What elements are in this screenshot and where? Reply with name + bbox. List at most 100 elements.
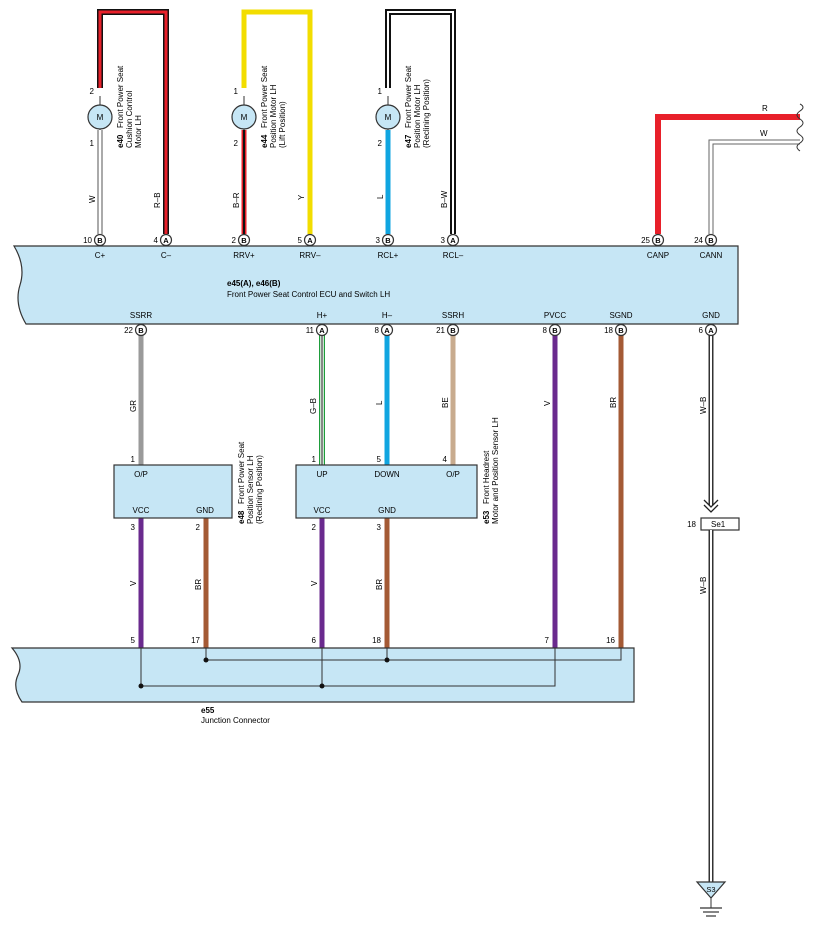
sensor-e48: O/P VCC GND 1 3 2 <box>113 455 233 532</box>
svg-text:VCC: VCC <box>133 506 150 515</box>
pin-label: 18 <box>372 636 381 645</box>
svg-text:e44: e44 <box>260 134 269 148</box>
svg-text:B: B <box>138 326 144 335</box>
wire-can-w <box>708 139 800 234</box>
wire-label: BR <box>609 397 618 408</box>
sensor-e53: UP DOWN O/P VCC GND 1 5 4 2 3 <box>295 455 478 532</box>
svg-text:RCL–: RCL– <box>443 251 464 260</box>
svg-text:B: B <box>618 326 624 335</box>
svg-text:Se1: Se1 <box>711 520 726 529</box>
svg-text:H+: H+ <box>317 311 328 320</box>
svg-text:Front Power Seat: Front Power Seat <box>237 441 246 504</box>
svg-text:18: 18 <box>687 520 696 529</box>
svg-text:Position Motor LH: Position Motor LH <box>413 84 422 148</box>
wire-label: Y <box>297 194 306 200</box>
svg-text:3: 3 <box>376 236 381 245</box>
pin-label: 6 <box>312 636 317 645</box>
svg-text:4: 4 <box>443 455 448 464</box>
junction-e55: 5 17 6 18 7 16 e55 Junction Connector <box>10 636 635 725</box>
svg-text:O/P: O/P <box>134 470 148 479</box>
svg-text:PVCC: PVCC <box>544 311 566 320</box>
svg-text:2: 2 <box>312 523 317 532</box>
junction-code: e55 <box>201 706 215 715</box>
svg-text:B: B <box>241 236 247 245</box>
svg-text:B: B <box>708 236 714 245</box>
wire-break-mark <box>796 103 804 152</box>
connector-se1: Se1 18 <box>687 517 740 531</box>
junction-name: Junction Connector <box>201 716 270 725</box>
motor-e47: M 1 2 <box>375 87 401 148</box>
motor-symbol: M <box>385 113 392 122</box>
motor-e44: M 1 2 <box>231 87 257 148</box>
svg-text:2: 2 <box>232 236 237 245</box>
svg-text:21: 21 <box>436 326 445 335</box>
svg-text:B: B <box>552 326 558 335</box>
svg-text:e40: e40 <box>116 134 125 148</box>
pin-label: 1 <box>234 87 239 96</box>
pin-label: 1 <box>90 139 95 148</box>
svg-text:Front Power Seat: Front Power Seat <box>116 65 125 128</box>
sensor-e48-label: e48 Front Power Seat Position Sensor LH … <box>237 441 264 524</box>
svg-text:1: 1 <box>131 455 136 464</box>
svg-text:Position Motor LH: Position Motor LH <box>269 84 278 148</box>
connector-chevron <box>703 499 719 513</box>
svg-text:VCC: VCC <box>314 506 331 515</box>
motor-e40-label: e40 Front Power Seat Cushion Control Mot… <box>116 65 143 148</box>
wire-label: B–W <box>440 190 449 208</box>
pin-label: 5 <box>131 636 136 645</box>
svg-text:RRV+: RRV+ <box>233 251 255 260</box>
svg-text:4: 4 <box>154 236 159 245</box>
svg-text:(Lift Position): (Lift Position) <box>278 101 287 148</box>
svg-text:3: 3 <box>441 236 446 245</box>
svg-text:A: A <box>307 236 313 245</box>
svg-text:24: 24 <box>694 236 703 245</box>
svg-text:A: A <box>708 326 714 335</box>
svg-text:Front Headrest: Front Headrest <box>482 450 491 504</box>
pin-label: 2 <box>378 139 383 148</box>
wire-label: L <box>375 400 384 405</box>
svg-text:2: 2 <box>196 523 201 532</box>
svg-text:C–: C– <box>161 251 172 260</box>
svg-text:5: 5 <box>298 236 303 245</box>
svg-text:RCL+: RCL+ <box>378 251 399 260</box>
wire-label: V <box>310 580 319 586</box>
svg-text:3: 3 <box>131 523 136 532</box>
svg-text:Front Power Seat: Front Power Seat <box>404 65 413 128</box>
wire-e44-y <box>241 9 313 234</box>
svg-text:S3: S3 <box>706 885 715 894</box>
svg-text:Position Sensor LH: Position Sensor LH <box>246 455 255 524</box>
svg-text:e47: e47 <box>404 134 413 148</box>
pin-label: 2 <box>90 87 95 96</box>
wire-label: GR <box>129 400 138 412</box>
svg-text:8: 8 <box>375 326 380 335</box>
ecu-name: Front Power Seat Control ECU and Switch … <box>227 290 390 299</box>
svg-text:B: B <box>385 236 391 245</box>
svg-text:25: 25 <box>641 236 650 245</box>
wire-label: W–B <box>699 397 708 414</box>
svg-text:Motor LH: Motor LH <box>134 115 143 148</box>
ecu-e45-e46: e45(A), e46(B) Front Power Seat Control … <box>12 245 739 325</box>
svg-text:e48: e48 <box>237 510 246 524</box>
motor-e47-label: e47 Front Power Seat Position Motor LH (… <box>404 65 431 148</box>
pin-label: 1 <box>378 87 383 96</box>
svg-text:H–: H– <box>382 311 393 320</box>
wire-label: W <box>760 129 768 138</box>
motor-symbol: M <box>241 113 248 122</box>
svg-text:B: B <box>450 326 456 335</box>
svg-text:SGND: SGND <box>609 311 632 320</box>
ecu-pin: A8H– <box>375 311 394 337</box>
ecu-bottom-pins: B22SSRRA11H+A8H–B21SSRHB8PVCCB18SGNDA6GN… <box>124 311 720 337</box>
pin-label: 17 <box>191 636 200 645</box>
svg-text:SSRR: SSRR <box>130 311 152 320</box>
motor-symbol: M <box>97 113 104 122</box>
svg-text:DOWN: DOWN <box>374 470 400 479</box>
